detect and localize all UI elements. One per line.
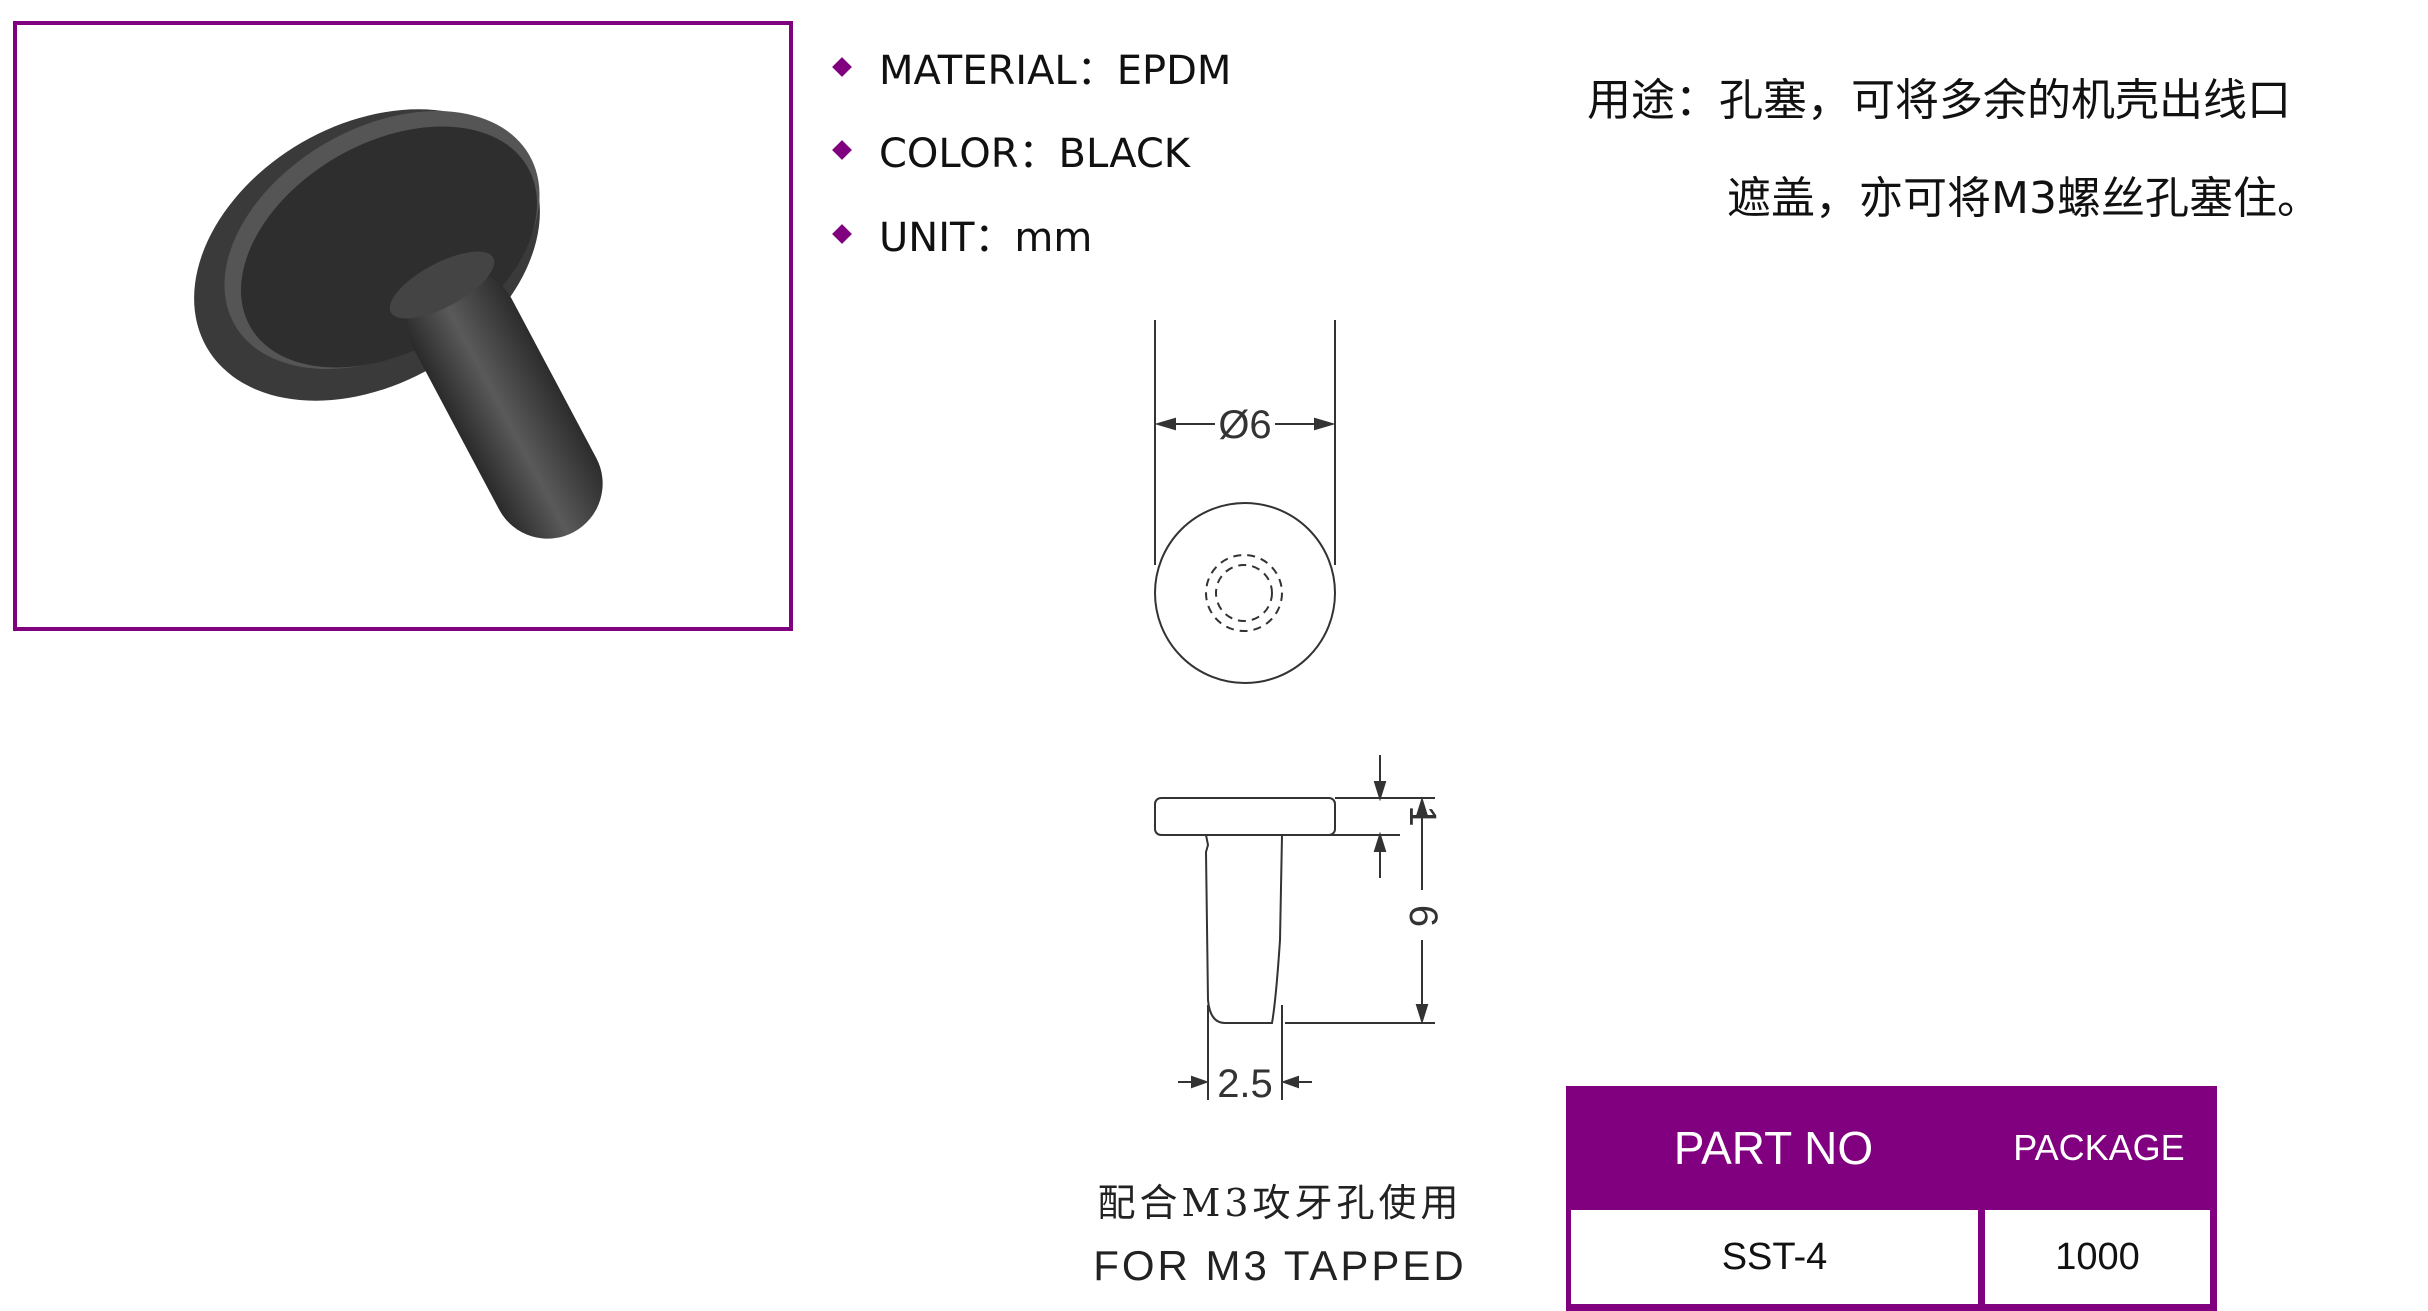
product-photo-frame xyxy=(13,21,793,631)
header-part-no: PART NO xyxy=(1673,1122,1874,1174)
technical-drawing: Ø6 1 6 2.5 xyxy=(1154,320,1445,1106)
top-view-circle xyxy=(1154,502,1336,684)
part-table: PART NO PACKAGE SST-4 1000 xyxy=(1566,1086,2217,1311)
usage-line-2: 遮盖，亦可将M3螺丝孔塞住。 xyxy=(1727,173,2321,224)
diamond-bullet-icon xyxy=(832,140,852,160)
spec-color: COLOR：BLACK xyxy=(832,125,1190,177)
spec-label: UNIT：mm xyxy=(879,215,1093,261)
spec-unit: UNIT：mm xyxy=(832,209,1092,261)
spec-label: MATERIAL：EPDM xyxy=(879,48,1232,94)
rubber-plug-photo xyxy=(194,109,603,539)
diamond-bullet-icon xyxy=(832,57,852,77)
cell-part-no: SST-4 xyxy=(1571,1210,1978,1304)
caption-en: FOR M3 TAPPED xyxy=(1093,1242,1467,1289)
length-label: 6 xyxy=(1401,905,1445,927)
usage-line-1: 用途：孔塞，可将多余的机壳出线口 xyxy=(1587,75,2291,126)
diamond-bullet-icon xyxy=(832,224,852,244)
header-package: PACKAGE xyxy=(2013,1127,2185,1168)
side-view-head xyxy=(1154,797,1336,836)
spec-material: MATERIAL：EPDM xyxy=(832,42,1231,94)
diameter-label: Ø6 xyxy=(1218,403,1271,447)
shank-diameter-label: 2.5 xyxy=(1217,1062,1273,1106)
caption-cn: 配合M3攻牙孔使用 xyxy=(1097,1181,1463,1225)
cell-package: 1000 xyxy=(1985,1210,2210,1304)
spec-label: COLOR：BLACK xyxy=(879,131,1191,177)
